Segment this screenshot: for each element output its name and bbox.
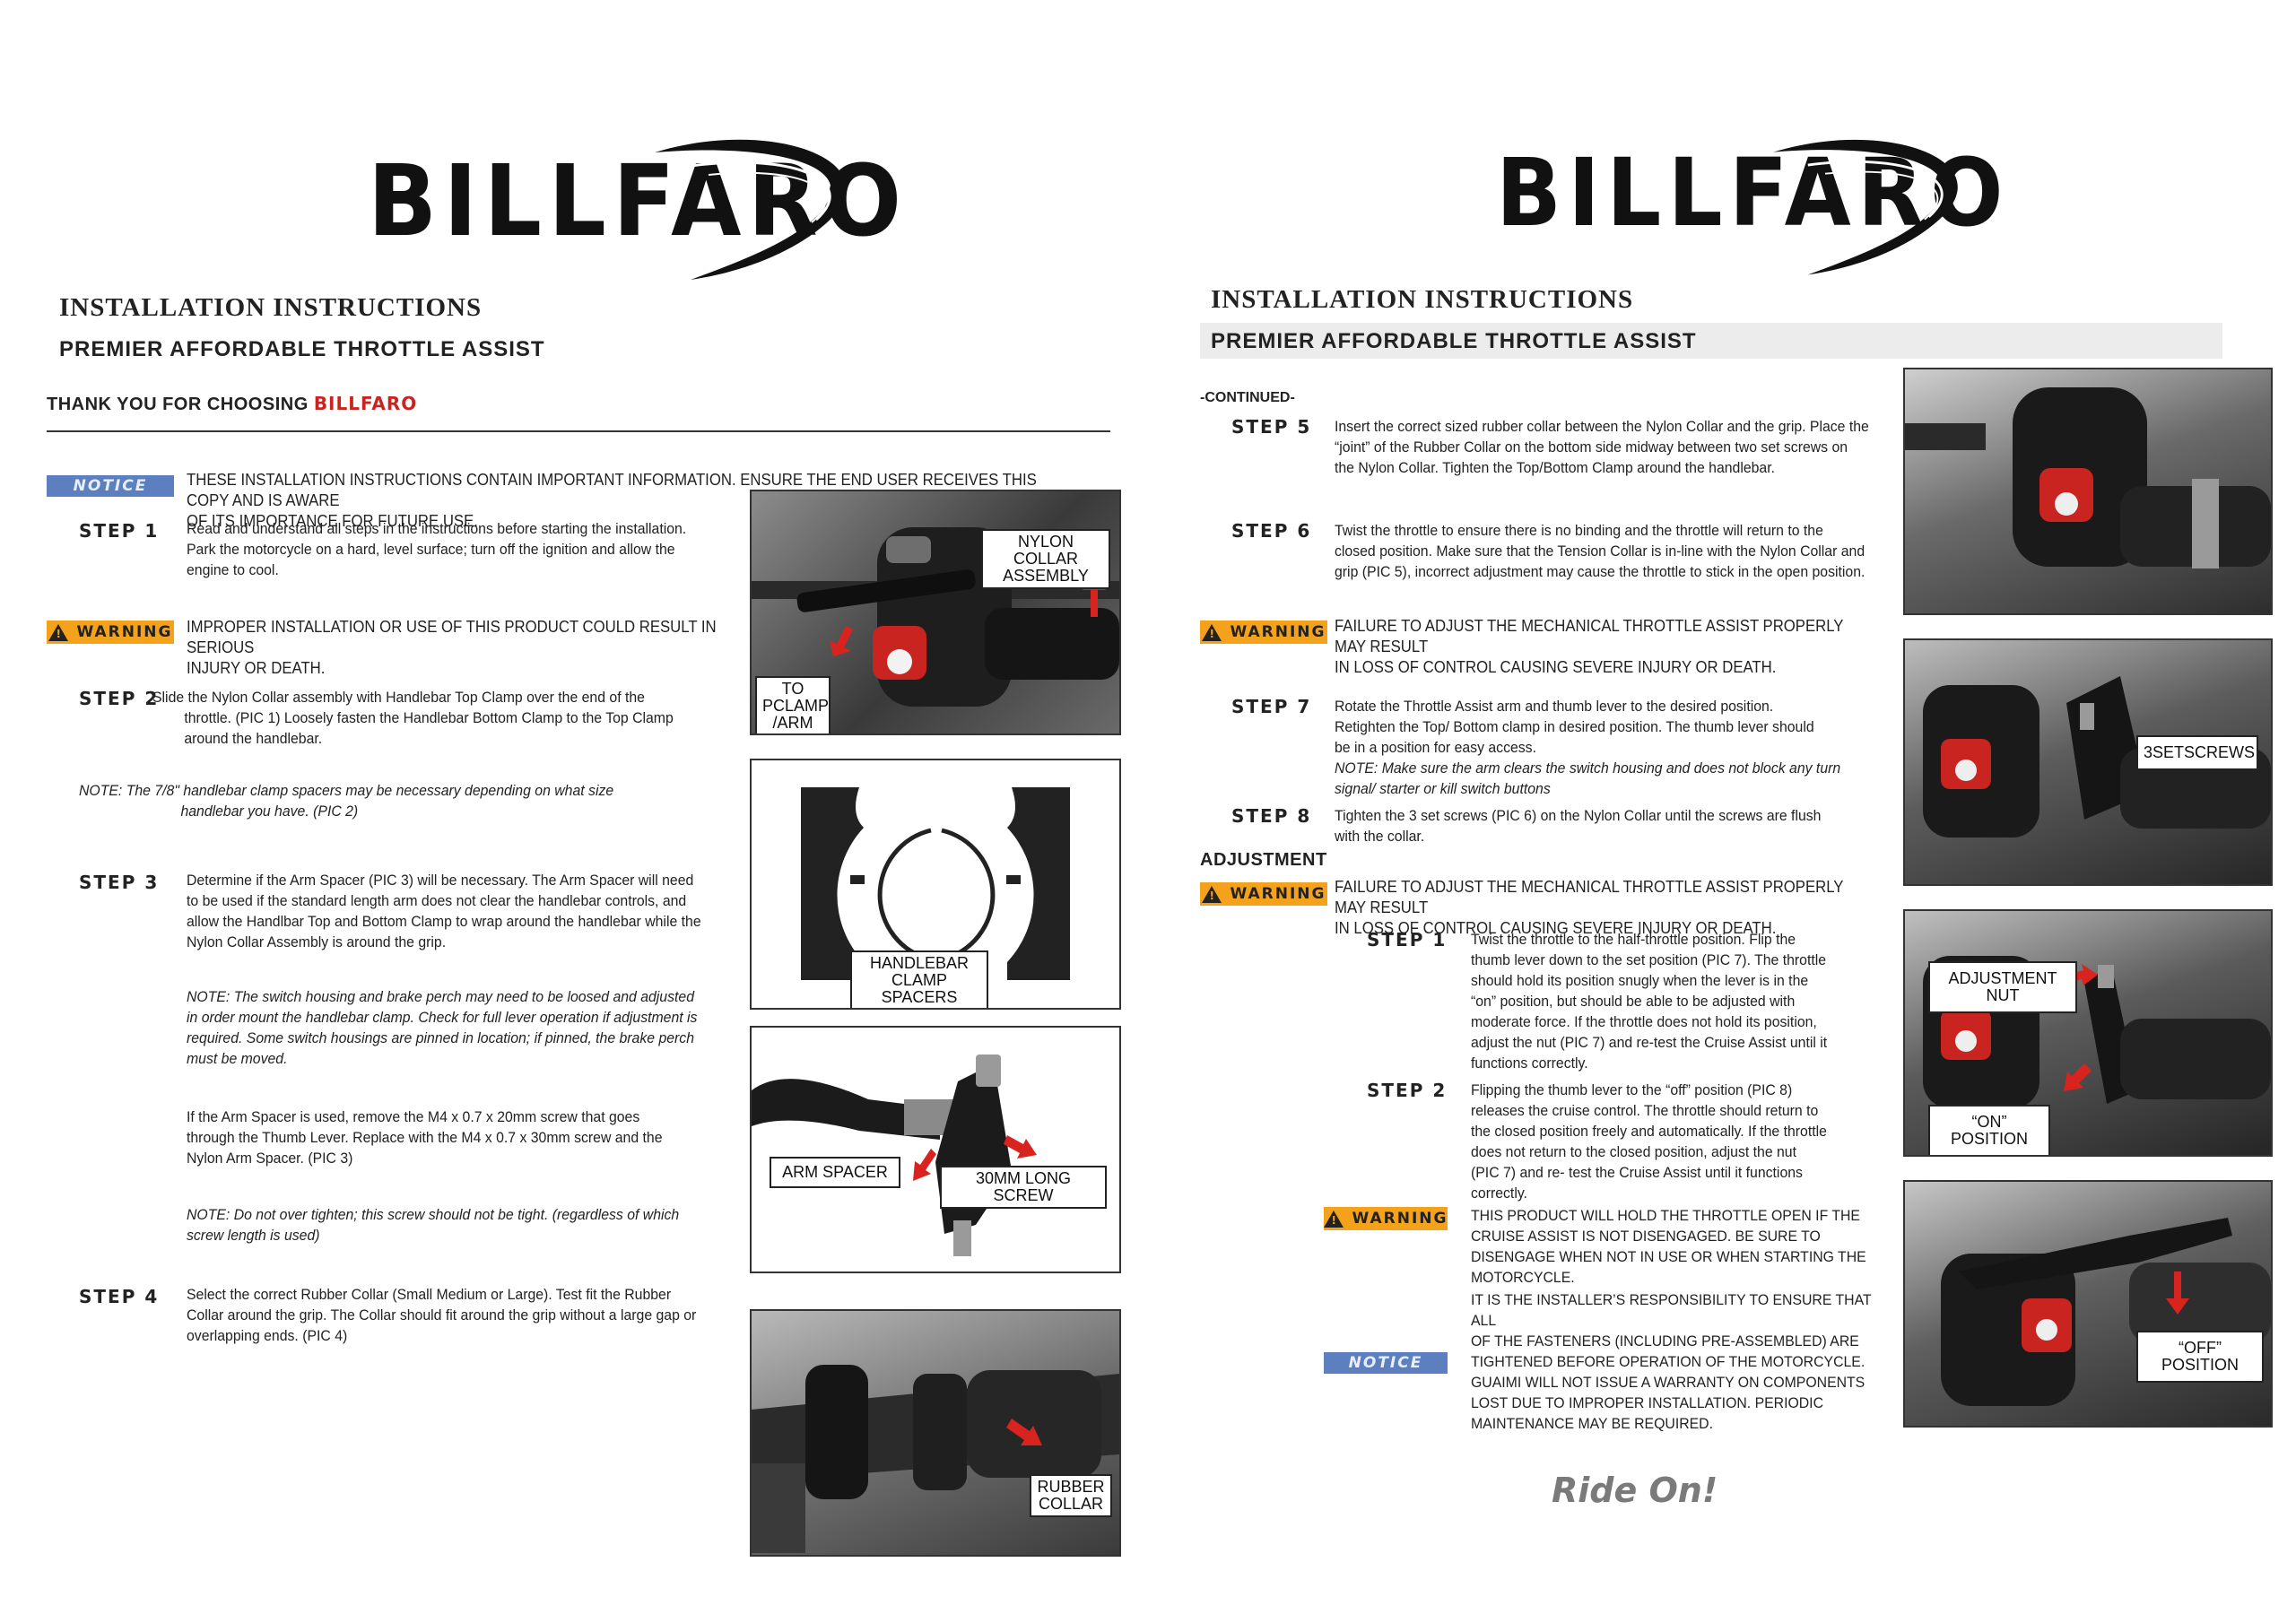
notice-badge: NOTICE: [47, 475, 174, 497]
pic6-illustration: [1923, 676, 2271, 838]
notice-text: THESE INSTALLATION INSTRUCTIONS CONTAIN …: [187, 471, 1037, 530]
step4-label: STEP 4: [79, 1286, 160, 1307]
step6-label: STEP 6: [1231, 520, 1312, 542]
pic3-callout-arm-spacer: ARM SPACER: [770, 1157, 900, 1188]
pic7-photo: ADJUSTMENT NUT “ON” POSITION: [1903, 909, 2273, 1157]
step3-label: STEP 3: [79, 872, 160, 893]
pic7-callout-on-position: “ON” POSITION: [1928, 1105, 2050, 1155]
step7-text: Rotate the Throttle Assist arm and thumb…: [1335, 698, 1841, 797]
right-notice-text: IT IS THE INSTALLER’S RESPONSIBILITY TO …: [1471, 1291, 1872, 1432]
step3-note: NOTE: The switch housing and brake perch…: [187, 988, 698, 1067]
pic4-illustration: [752, 1365, 1119, 1553]
pic4-callout-rubber-collar: RUBBER COLLAR: [1030, 1474, 1112, 1517]
warning-triangle-icon: !: [1323, 1210, 1344, 1228]
pic3-illustration: [752, 1055, 1037, 1256]
adjust-step2-label: STEP 2: [1367, 1080, 1448, 1101]
warning-triangle-icon: !: [1201, 623, 1222, 641]
right-title: INSTALLATION INSTRUCTIONS: [1211, 285, 1634, 314]
step1-text: Read and understand all steps in the ins…: [187, 520, 687, 578]
thanks-brand: BILLFARO: [313, 393, 418, 414]
pic6-photo: 3SETSCREWS: [1903, 638, 2273, 886]
adjust-step1-label: STEP 1: [1367, 929, 1448, 950]
step3-text: Determine if the Arm Spacer (PIC 3) will…: [187, 872, 701, 950]
right-warning-2-badge: !WARNING: [1200, 882, 1327, 906]
right-warning-1-text: FAILURE TO ADJUST THE MECHANICAL THROTTL…: [1335, 617, 1844, 676]
right-warning-1-badge: !WARNING: [1200, 621, 1327, 644]
thanks-line: THANK YOU FOR CHOOSING BILLFARO: [47, 393, 417, 415]
pic3-callout-screw: 30MM LONG SCREW: [940, 1166, 1107, 1209]
step4-text: Select the correct Rubber Collar (Small …: [187, 1286, 697, 1344]
pic2-illustration: [801, 787, 1070, 980]
logo-swoosh-icon: [655, 139, 847, 280]
warning-triangle-icon: !: [1201, 885, 1222, 903]
ride-on-slogan: Ride On!: [1552, 1471, 1718, 1510]
pic5-photo: [1903, 368, 2273, 615]
warning-triangle-icon: !: [48, 623, 68, 641]
brand-logo-right: BILLFARO: [1496, 126, 2003, 282]
warning-badge: !WARNING: [47, 621, 174, 644]
pic1-callout-to-clamp: TO PCLAMP /ARM: [755, 676, 831, 733]
pic8-photo: “OFF” POSITION: [1903, 1180, 2273, 1428]
adjustment-heading: ADJUSTMENT: [1200, 850, 1327, 870]
pic8-callout-off-position: “OFF” POSITION: [2136, 1331, 2264, 1383]
right-subtitle-band: [1200, 323, 2222, 359]
pic6-callout-setscrews: 3SETSCREWS: [2136, 735, 2258, 770]
step8-label: STEP 8: [1231, 805, 1312, 827]
step1-label: STEP 1: [79, 520, 160, 542]
pic1-illustration: [752, 527, 1119, 707]
pic7-callout-adjustment-nut: ADJUSTMENT NUT: [1928, 961, 2077, 1013]
pic1-photo: NYLON COLLAR ASSEMBLY TO PCLAMP /ARM: [750, 490, 1121, 735]
adjust-step2-text: Flipping the thumb lever to the “off” po…: [1471, 1081, 1827, 1202]
step8-text: Tighten the 3 set screws (PIC 6) on the …: [1335, 807, 1822, 845]
step6-text: Twist the throttle to ensure there is no…: [1335, 522, 1866, 580]
warning-text: IMPROPER INSTALLATION OR USE OF THIS PRO…: [187, 618, 717, 677]
logo-swoosh-icon-right: [1773, 139, 1958, 275]
step2-label: STEP 2: [79, 688, 160, 709]
step2-text: Slide the Nylon Collar assembly with Han…: [152, 689, 674, 747]
left-divider: [47, 430, 1110, 432]
pic2-callout-spacers: HANDLEBAR CLAMP SPACERS: [850, 950, 988, 1008]
right-warning-3-badge: !WARNING: [1323, 1207, 1448, 1230]
step5-label: STEP 5: [1231, 416, 1312, 438]
spacer-note: NOTE: The 7/8" handlebar clamp spacers m…: [79, 782, 614, 820]
right-warning-2-text: FAILURE TO ADJUST THE MECHANICAL THROTTL…: [1335, 878, 1844, 937]
pic3-photo: ARM SPACER 30MM LONG SCREW: [750, 1026, 1121, 1273]
pic8-illustration: [1941, 1218, 2271, 1406]
adjust-step1-text: Twist the throttle to the half-throttle …: [1471, 931, 1828, 1072]
continued-label: -CONTINUED-: [1200, 390, 1295, 405]
left-subtitle: PREMIER AFFORDABLE THROTTLE ASSIST: [59, 337, 545, 361]
pic4-photo: RUBBER COLLAR: [750, 1309, 1121, 1557]
thanks-prefix: THANK YOU FOR CHOOSING: [47, 395, 314, 414]
left-title: INSTALLATION INSTRUCTIONS: [59, 293, 483, 322]
pic5-illustration: [1905, 387, 2271, 568]
right-notice-badge: NOTICE: [1324, 1352, 1448, 1374]
right-warning-3-text: THIS PRODUCT WILL HOLD THE THROTTLE OPEN…: [1471, 1207, 1866, 1286]
right-subtitle: PREMIER AFFORDABLE THROTTLE ASSIST: [1211, 329, 1697, 353]
arm-spacer-text: If the Arm Spacer is used, remove the M4…: [187, 1108, 663, 1167]
pic1-callout-nylon-collar: NYLON COLLAR ASSEMBLY: [981, 529, 1110, 589]
step7-label: STEP 7: [1231, 696, 1312, 717]
brand-logo: BILLFARO: [368, 126, 901, 282]
step5-text: Insert the correct sized rubber collar b…: [1335, 418, 1869, 476]
overtighten-note: NOTE: Do not over tighten; this screw sh…: [187, 1206, 680, 1244]
pic2-photo: HANDLEBAR CLAMP SPACERS: [750, 759, 1121, 1010]
